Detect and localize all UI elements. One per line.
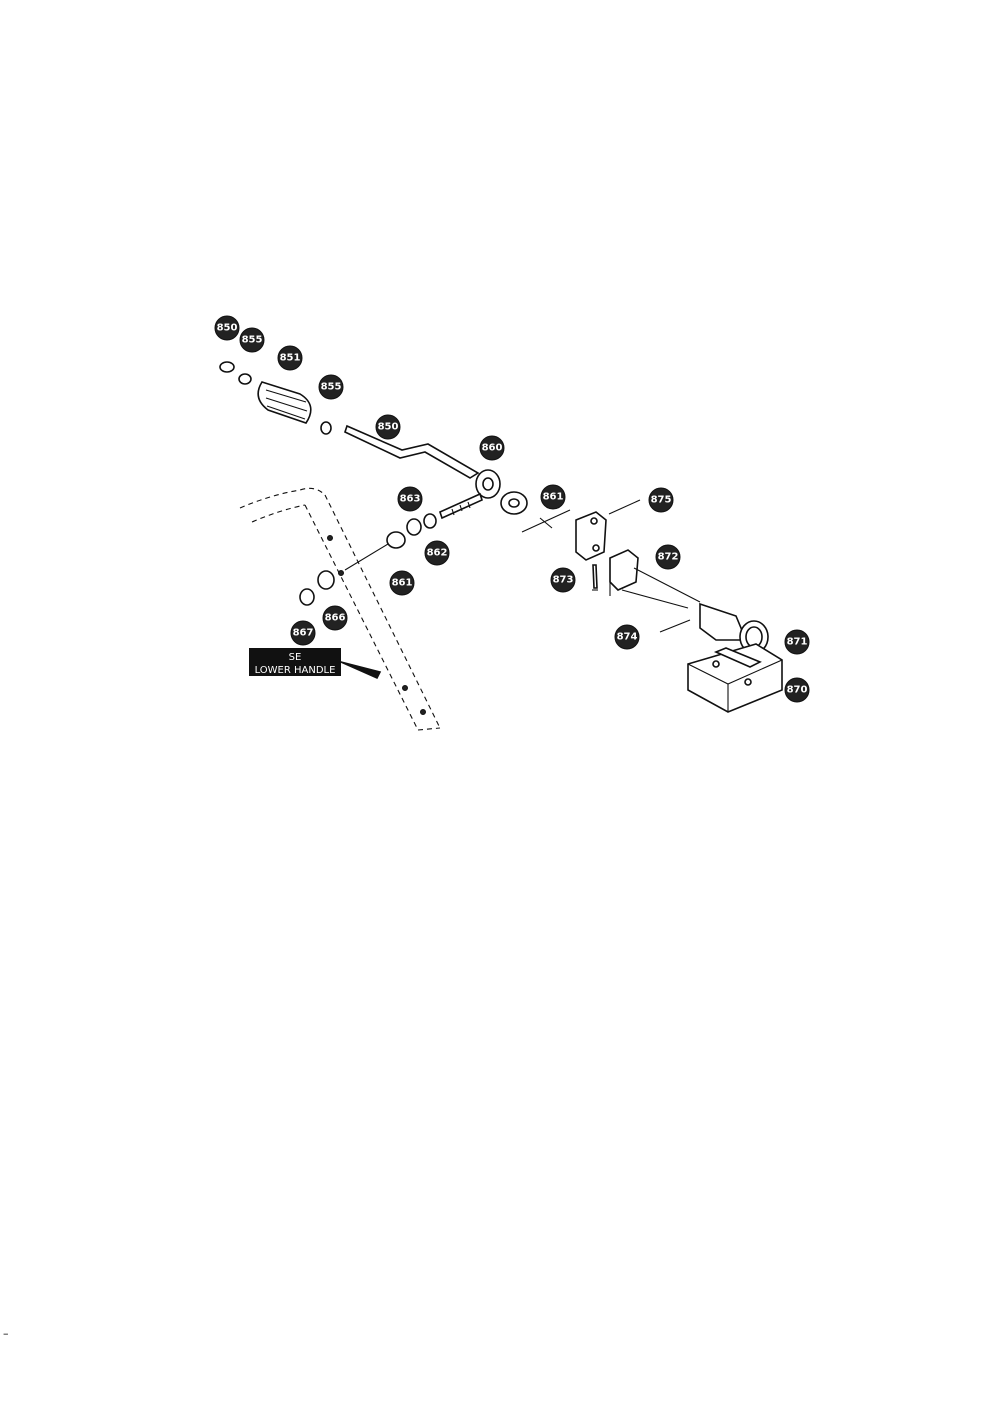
svg-text:SE: SE bbox=[289, 652, 302, 663]
svg-text:861: 861 bbox=[543, 492, 564, 503]
svg-text:874: 874 bbox=[617, 632, 638, 643]
svg-text:851: 851 bbox=[280, 353, 301, 364]
svg-text:866: 866 bbox=[325, 613, 346, 624]
callout-860: 860 bbox=[479, 435, 505, 461]
linkage-brackets bbox=[521, 499, 701, 633]
handle-grip-assembly bbox=[219, 361, 332, 435]
callout-850-b: 850 bbox=[375, 414, 401, 440]
lower-handle-reference-box: SE LOWER HANDLE bbox=[249, 648, 382, 680]
shift-rod bbox=[344, 424, 501, 520]
svg-text:870: 870 bbox=[787, 685, 808, 696]
page-edge-mark: – bbox=[3, 1327, 9, 1340]
callout-866: 866 bbox=[322, 605, 348, 631]
callout-867: 867 bbox=[290, 620, 316, 646]
callout-875: 875 bbox=[648, 487, 674, 513]
callout-850-a: 850 bbox=[214, 315, 240, 341]
svg-text:860: 860 bbox=[482, 443, 503, 454]
callout-874: 874 bbox=[614, 624, 640, 650]
callout-870: 870 bbox=[784, 677, 810, 703]
callout-862: 862 bbox=[424, 540, 450, 566]
callout-855-a: 855 bbox=[239, 327, 265, 353]
svg-text:873: 873 bbox=[553, 575, 574, 586]
svg-text:862: 862 bbox=[427, 548, 448, 559]
svg-text:855: 855 bbox=[242, 335, 263, 346]
callout-873: 873 bbox=[550, 567, 576, 593]
svg-text:867: 867 bbox=[293, 628, 314, 639]
svg-text:LOWER HANDLE: LOWER HANDLE bbox=[255, 665, 336, 676]
callout-855-b: 855 bbox=[318, 374, 344, 400]
svg-text:872: 872 bbox=[658, 552, 679, 563]
shifter-housing bbox=[687, 602, 783, 713]
callout-872: 872 bbox=[655, 544, 681, 570]
callout-851: 851 bbox=[277, 345, 303, 371]
svg-text:855: 855 bbox=[321, 382, 342, 393]
svg-text:863: 863 bbox=[400, 494, 421, 505]
svg-text:850: 850 bbox=[378, 422, 399, 433]
svg-text:871: 871 bbox=[787, 637, 808, 648]
callout-861-a: 861 bbox=[540, 484, 566, 510]
svg-text:850: 850 bbox=[217, 323, 238, 334]
lower-handle-frame bbox=[239, 487, 441, 731]
svg-text:875: 875 bbox=[651, 495, 672, 506]
callout-871: 871 bbox=[784, 629, 810, 655]
callout-861-b: 861 bbox=[389, 570, 415, 596]
hardware-stack bbox=[299, 491, 528, 606]
callout-863: 863 bbox=[397, 486, 423, 512]
svg-text:861: 861 bbox=[392, 578, 413, 589]
